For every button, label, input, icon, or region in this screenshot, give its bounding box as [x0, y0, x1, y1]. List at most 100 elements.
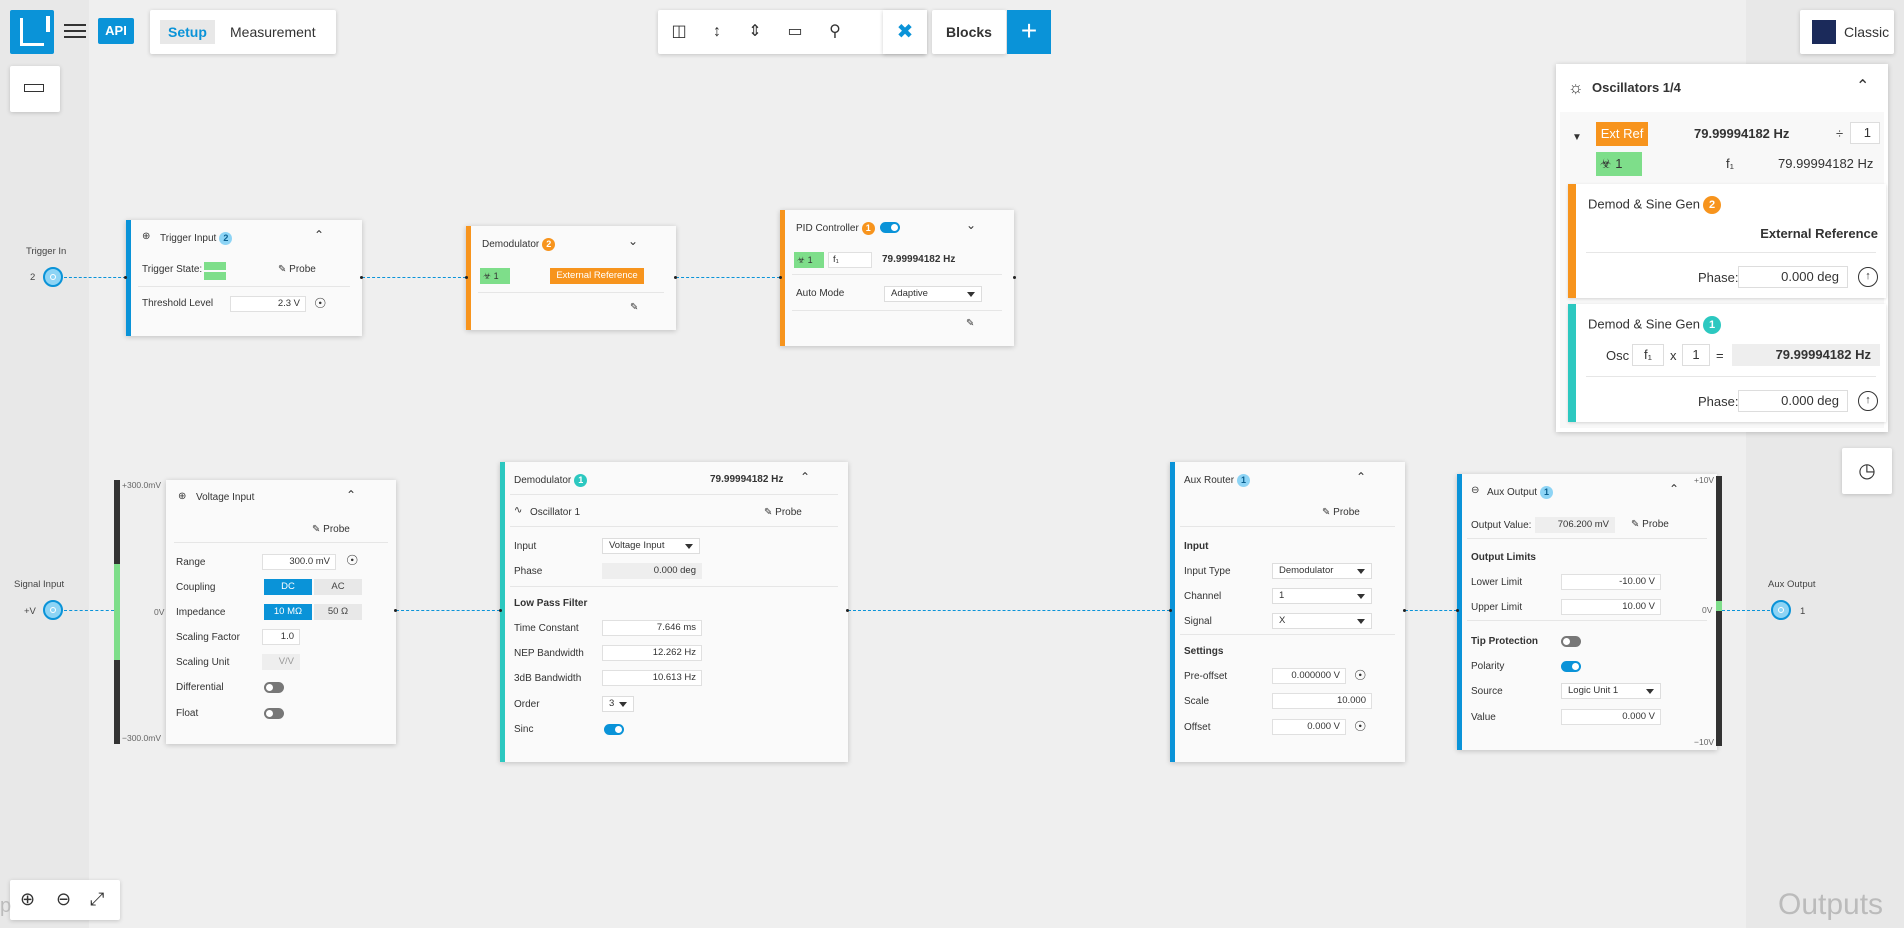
scope-icon[interactable]: ◷ — [1842, 448, 1892, 494]
lower-limit-field[interactable]: -10.00 V — [1561, 574, 1661, 590]
pre-offset-auto-icon[interactable]: ☉ — [1354, 667, 1367, 683]
search-icon[interactable]: ⚲ — [829, 23, 841, 40]
impedance-10m-button[interactable]: 10 MΩ — [264, 604, 312, 620]
offset-auto-icon[interactable]: ☉ — [1354, 718, 1367, 734]
input-select[interactable]: Voltage Input — [602, 538, 700, 554]
voltage-input-block[interactable]: ⊕ Voltage Input ⌃ ✎ Probe Range 300.0 mV… — [166, 480, 396, 744]
float-toggle[interactable] — [264, 708, 284, 719]
differential-toggle[interactable] — [264, 682, 284, 693]
phase-field[interactable]: 0.000 deg — [602, 563, 702, 579]
probe-icon[interactable]: ✎ — [630, 302, 639, 313]
aux-output-port[interactable] — [1771, 600, 1791, 620]
order-select[interactable]: 3 — [602, 696, 634, 712]
input-type-select[interactable]: Demodulator — [1272, 563, 1372, 579]
coupling-label: Coupling — [176, 582, 216, 593]
harmonic-field[interactable]: 1 — [1682, 344, 1710, 366]
wire — [1722, 610, 1770, 611]
hide-display-icon[interactable]: ▭ — [787, 23, 803, 40]
range-field[interactable]: 300.0 mV — [262, 554, 336, 570]
phase-field[interactable]: 0.000 deg — [1738, 266, 1848, 288]
expand-vertical-icon[interactable]: ⇕ — [748, 23, 762, 40]
pid-enable-toggle[interactable] — [880, 222, 900, 233]
nep-bandwidth-field[interactable]: 12.262 Hz — [602, 645, 702, 661]
collapse-chevron-icon[interactable]: ⌃ — [346, 488, 357, 502]
signal-select[interactable]: X — [1272, 613, 1372, 629]
probe-icon: ✎ — [312, 524, 321, 535]
collapse-chevron-icon[interactable]: ⌃ — [314, 228, 325, 242]
upper-limit-field[interactable]: 10.00 V — [1561, 599, 1661, 615]
zoom-in-icon[interactable]: ⊕ — [20, 889, 36, 909]
time-constant-field[interactable]: 7.646 ms — [602, 620, 702, 636]
api-button[interactable]: API — [98, 18, 134, 44]
probe-button[interactable]: ✎ Probe — [312, 524, 350, 535]
channel-select[interactable]: 1 — [1272, 588, 1372, 604]
wire — [362, 277, 466, 278]
signal-input-port[interactable] — [43, 600, 63, 620]
collapse-chevron-icon[interactable]: ⌃ — [800, 470, 811, 484]
scaling-unit-field[interactable]: V/V — [262, 654, 300, 670]
probe-icon: ✎ — [278, 264, 287, 275]
threshold-value-field[interactable]: 2.3 V — [230, 296, 306, 312]
collapse-vertical-icon[interactable]: ↕ — [713, 23, 721, 40]
autorange-icon[interactable]: ☉ — [346, 552, 359, 568]
pre-offset-field[interactable]: 0.000000 V — [1272, 668, 1346, 684]
probe-button[interactable]: ✎ Probe — [1631, 519, 1669, 530]
blocks-button[interactable]: Blocks — [932, 10, 1006, 54]
connector-dot — [1169, 609, 1172, 612]
card-badge: 2 — [1703, 196, 1722, 214]
divider-field[interactable]: 1 — [1850, 122, 1880, 144]
trigger-in-port[interactable] — [43, 267, 63, 287]
autorange-icon[interactable]: ☉ — [314, 295, 327, 311]
probe-button[interactable]: ✎ Probe — [764, 507, 802, 518]
classic-view-button[interactable]: Classic — [1800, 10, 1894, 54]
coupling-dc-button[interactable]: DC — [264, 579, 312, 595]
fit-view-icon[interactable]: ⤢ — [90, 889, 105, 909]
card-badge: 1 — [1703, 316, 1722, 334]
tab-setup[interactable]: Setup — [160, 20, 215, 44]
sinc-toggle[interactable] — [604, 724, 624, 735]
add-block-button[interactable]: + — [1007, 10, 1051, 54]
pid-frequency-select[interactable]: f₁ — [828, 252, 872, 268]
phase-auto-icon[interactable]: ↑ — [1858, 391, 1878, 411]
probe-button[interactable]: ✎ Probe — [1322, 507, 1360, 518]
probe-icon[interactable]: ✎ — [966, 318, 975, 329]
phase-auto-icon[interactable]: ↑ — [1858, 267, 1878, 287]
scaling-factor-field[interactable]: 1.0 — [262, 629, 300, 645]
polarity-toggle[interactable] — [1561, 661, 1581, 672]
tab-measurement[interactable]: Measurement — [230, 24, 316, 40]
expand-chevron-icon[interactable]: ⌄ — [966, 218, 977, 232]
auto-mode-select[interactable]: Adaptive — [884, 286, 982, 302]
source-select[interactable]: Logic Unit 1 — [1561, 683, 1661, 699]
tools-icon[interactable]: ✖ — [883, 10, 927, 54]
menu-icon[interactable] — [64, 20, 86, 40]
divider — [1467, 620, 1707, 621]
offset-field[interactable]: 0.000 V — [1272, 719, 1346, 735]
mode-label: External Reference — [1760, 226, 1878, 241]
collapse-chevron-icon[interactable]: ⌃ — [1856, 78, 1870, 95]
3db-bandwidth-field[interactable]: 10.613 Hz — [602, 670, 702, 686]
expand-caret-icon[interactable]: ▼ — [1572, 132, 1582, 143]
tip-protection-toggle[interactable] — [1561, 636, 1581, 647]
probe-button[interactable]: ✎ Probe — [278, 264, 316, 275]
app-logo[interactable] — [10, 10, 54, 54]
coupling-ac-button[interactable]: AC — [314, 579, 362, 595]
collapse-chevron-icon[interactable]: ⌃ — [1356, 470, 1367, 484]
osc-select[interactable]: f₁ — [1632, 344, 1664, 366]
block-badge: 1 — [574, 474, 588, 487]
output-limits-heading: Output Limits — [1471, 552, 1536, 563]
collapse-chevron-icon[interactable]: ⌃ — [1669, 482, 1680, 496]
layout-icon[interactable]: ◫ — [671, 23, 687, 40]
zoom-out-icon[interactable]: ⊖ — [56, 889, 72, 909]
impedance-50-button[interactable]: 50 Ω — [314, 604, 362, 620]
value-field[interactable]: 0.000 V — [1561, 709, 1661, 725]
expand-chevron-icon[interactable]: ⌄ — [628, 234, 639, 248]
display-toggle-button[interactable] — [10, 66, 60, 112]
phase-field[interactable]: 0.000 deg — [1738, 390, 1848, 412]
scale-field[interactable]: 10.000 — [1272, 693, 1372, 709]
